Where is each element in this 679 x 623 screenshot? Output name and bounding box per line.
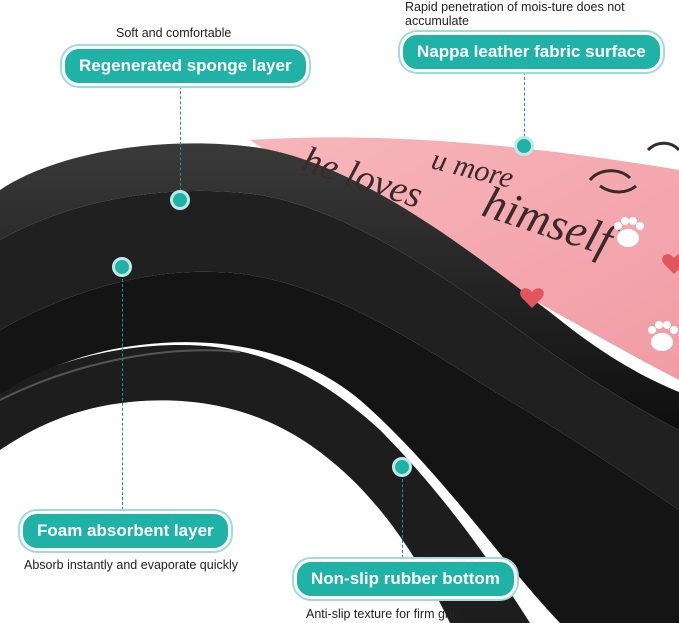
dot-marker-icon xyxy=(514,136,534,156)
paw-icon xyxy=(648,321,678,351)
rubber-caption: Anti-slip texture for firm grip xyxy=(306,607,459,621)
paw-icon xyxy=(614,217,644,247)
sponge-layer xyxy=(0,143,679,430)
dog-icon xyxy=(588,141,679,194)
foam-label: Foam absorbent layer xyxy=(20,511,231,551)
dot-marker-icon xyxy=(392,457,412,477)
connector-foam xyxy=(122,274,123,510)
dot-marker-icon xyxy=(170,190,190,210)
nappa-label: Nappa leather fabric surface xyxy=(400,32,663,72)
connector-sponge xyxy=(180,86,181,196)
sponge-label: Regenerated sponge layer xyxy=(62,46,309,86)
rubber-label: Non-slip rubber bottom xyxy=(294,559,517,599)
foam-caption: Absorb instantly and evaporate quickly xyxy=(24,558,239,572)
sponge-caption: Soft and comfortable xyxy=(116,26,232,40)
heart-icon xyxy=(520,288,544,308)
dot-marker-icon xyxy=(112,257,132,277)
rubber-layer xyxy=(0,271,679,623)
heart-icon xyxy=(662,254,679,274)
foam-layer xyxy=(0,190,679,511)
connector-rubber xyxy=(402,474,403,558)
connector-nappa xyxy=(524,72,525,142)
nappa-caption: Rapid penetration of mois-ture does not … xyxy=(405,0,625,28)
